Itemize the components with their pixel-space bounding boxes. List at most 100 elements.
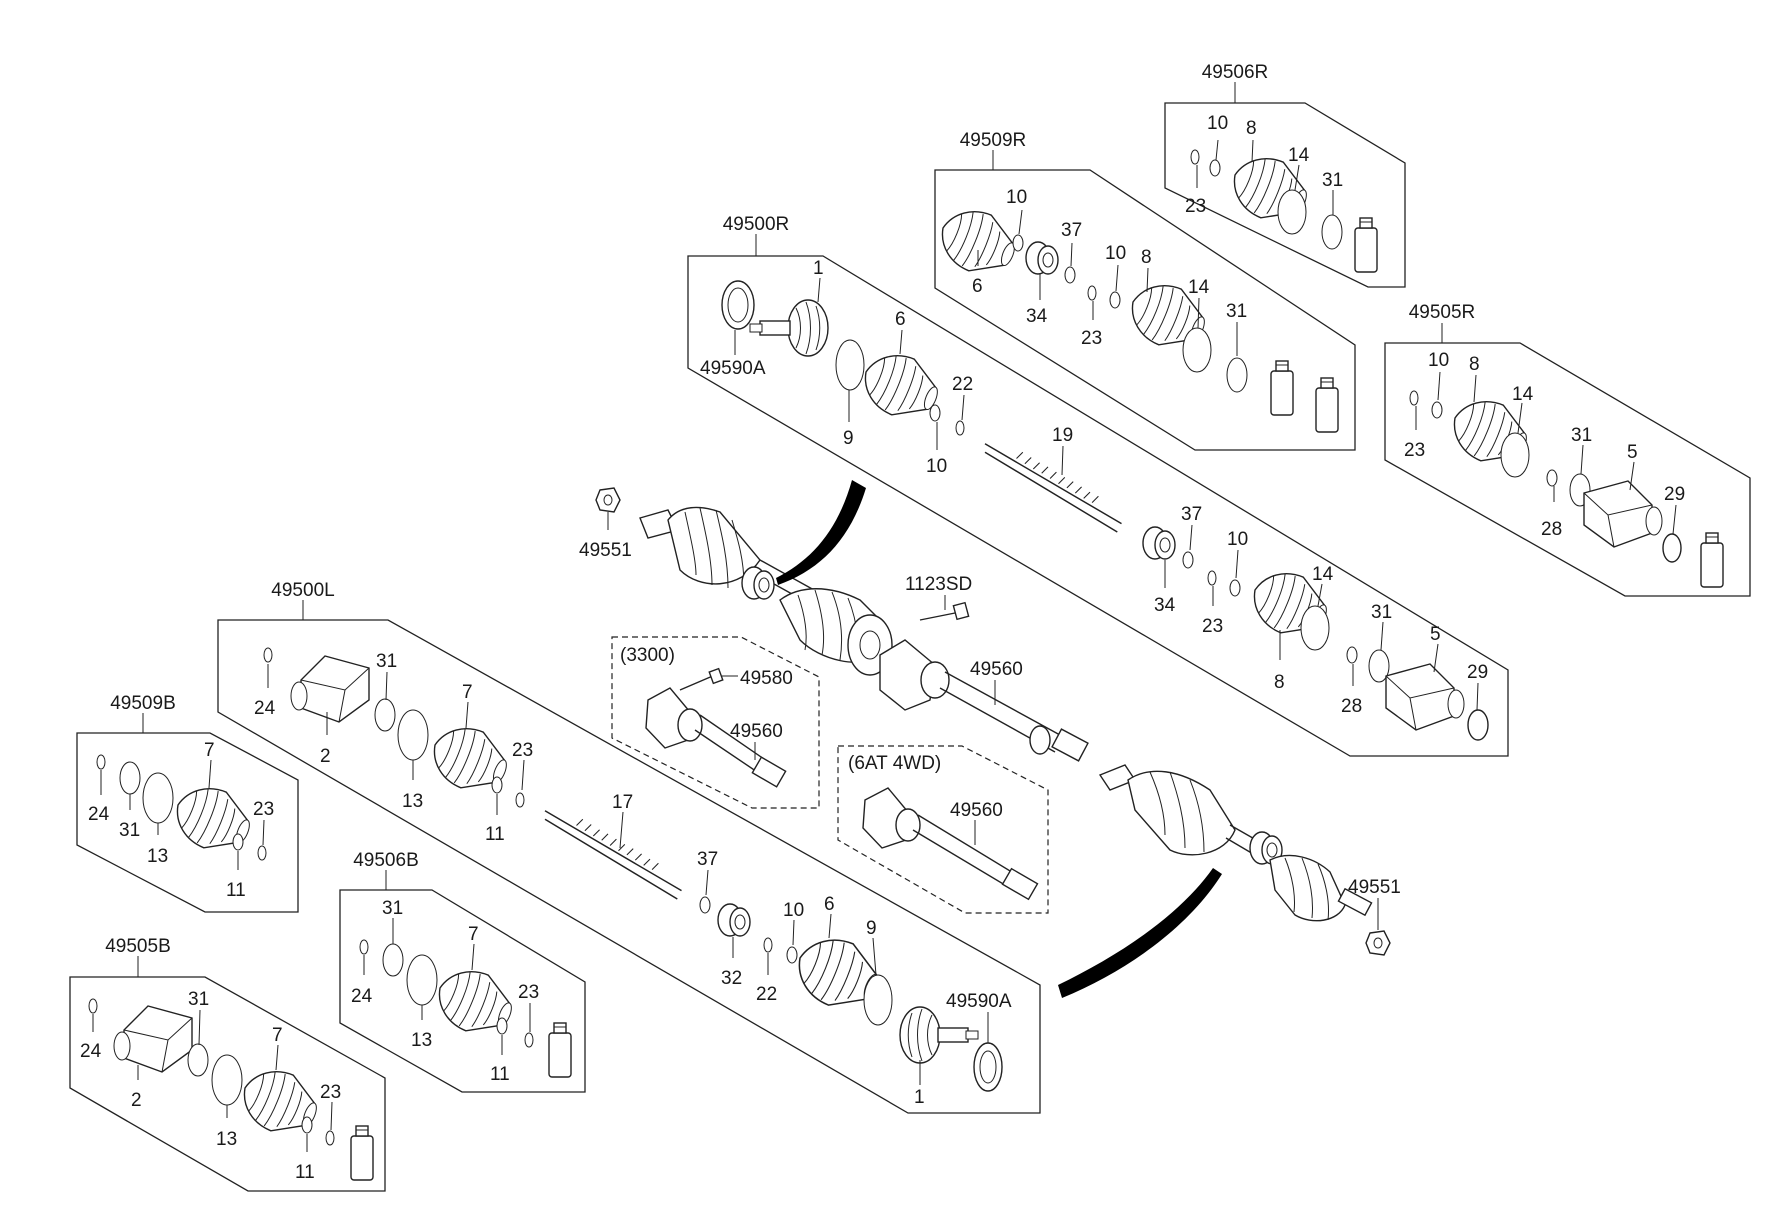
clip-22 [955, 420, 965, 436]
center-bearing [741, 566, 775, 600]
part-label-28: 28 [1341, 696, 1362, 717]
housing-5 [1583, 480, 1663, 548]
part-label-8: 8 [1274, 672, 1285, 693]
shaft-19 [984, 443, 1123, 533]
group-label-49509R: 49509R [960, 130, 1027, 151]
housing-2 [290, 655, 370, 723]
clip-22 [763, 937, 773, 953]
part-label-49551-upper: 49551 [579, 540, 632, 561]
ring-10 [786, 946, 798, 964]
part-label-31: 31 [382, 898, 403, 919]
group-label-49509B: 49509B [110, 693, 176, 714]
band-13 [211, 1054, 243, 1106]
part-label-8: 8 [1141, 247, 1152, 268]
part-label-10: 10 [1227, 529, 1248, 550]
part-label-1: 1 [813, 258, 824, 279]
ring-28 [1546, 469, 1558, 487]
band-14 [1277, 189, 1307, 235]
part-label-24: 24 [254, 698, 276, 719]
ring-37 [1182, 551, 1194, 569]
part-label-7: 7 [272, 1025, 283, 1046]
clamp-31 [119, 761, 141, 795]
group-49500L-frame: 49500L [217, 580, 1041, 1114]
band-13 [406, 954, 438, 1006]
group-49506B-frame: 49506B [339, 850, 586, 1093]
part-label-2: 2 [131, 1090, 142, 1111]
group-49509R-frame: 49509R [934, 130, 1356, 451]
clip-24 [88, 998, 98, 1014]
ring-37 [1064, 266, 1076, 284]
part-label-24: 24 [80, 1041, 102, 1062]
variant-3300-frame: (3300) [611, 636, 820, 809]
part-label-11: 11 [226, 880, 246, 901]
grease-bottle [1270, 360, 1294, 416]
part-label-24: 24 [351, 986, 373, 1007]
part-label-29: 29 [1664, 484, 1685, 505]
clamp-31 [374, 698, 396, 732]
group-49509B-parts: 24 31 13 7 11 23 [88, 740, 274, 901]
boot-7 [428, 959, 522, 1045]
part-label-23: 23 [518, 982, 539, 1003]
part-label-31: 31 [376, 651, 397, 672]
clip-23 [257, 845, 267, 861]
boot-7 [233, 1059, 327, 1145]
clip-23 [325, 1130, 335, 1146]
part-label-17: 17 [612, 792, 633, 813]
clamp-31 [1368, 649, 1390, 683]
group-49500L-parts: 24 2 31 13 7 11 23 17 37 32 22 10 6 9 1 … [254, 647, 1012, 1108]
part-label-49560-main: 49560 [970, 659, 1023, 680]
cv-joint-1 [749, 299, 829, 357]
part-label-28: 28 [1541, 519, 1562, 540]
band-9 [835, 339, 865, 391]
part-label-23: 23 [320, 1082, 341, 1103]
part-label-5: 5 [1627, 442, 1638, 463]
part-label-6: 6 [972, 276, 983, 297]
band-9 [863, 974, 893, 1026]
part-label-49560-6at: 49560 [950, 800, 1003, 821]
group-49509R-parts: 6 10 34 37 23 10 8 14 31 [931, 187, 1339, 433]
assembled-left-shaft: 49551 [1098, 764, 1401, 956]
part-label-14: 14 [1512, 384, 1534, 405]
assembled-right-shaft: 49551 [579, 487, 893, 676]
part-label-7: 7 [462, 682, 473, 703]
boot-7 [166, 776, 260, 862]
grease-bottle [1700, 532, 1724, 588]
part-label-9: 9 [843, 428, 854, 449]
part-label-34: 34 [1154, 595, 1176, 616]
part-label-24: 24 [88, 804, 110, 825]
ring-10 [929, 404, 941, 422]
clip-23 [1409, 390, 1419, 406]
ring-11 [301, 1116, 313, 1134]
variant-6at-4wd-parts: 49560 [862, 787, 1039, 901]
ring-37 [699, 896, 711, 914]
clip-23 [515, 792, 525, 808]
part-label-13: 13 [411, 1030, 432, 1051]
part-label-7: 7 [468, 924, 479, 945]
part-label-10: 10 [926, 456, 947, 477]
ring-10 [1012, 234, 1024, 252]
hub-nut-49551 [595, 487, 621, 513]
part-label-7: 7 [204, 740, 215, 761]
grease-bottle [350, 1125, 374, 1181]
part-label-2: 2 [320, 746, 331, 767]
connector-swoosh-upper [776, 480, 866, 585]
part-label-23: 23 [1404, 440, 1425, 461]
part-label-10: 10 [783, 900, 804, 921]
part-label-14: 14 [1288, 145, 1310, 166]
part-label-49590A: 49590A [700, 358, 766, 379]
clip-23 [1190, 149, 1200, 165]
clamp-31 [382, 943, 404, 977]
clip-24 [263, 647, 273, 663]
part-label-10: 10 [1428, 350, 1449, 371]
clip-23 [524, 1032, 534, 1048]
hub-nut-49551 [1365, 930, 1391, 956]
part-label-23: 23 [1185, 196, 1206, 217]
part-label-19: 19 [1052, 425, 1073, 446]
band-14 [1500, 432, 1530, 478]
ring-10 [1229, 579, 1241, 597]
seal-29 [1662, 533, 1682, 563]
cv-joint-1 [899, 1006, 979, 1064]
part-label-49590A: 49590A [946, 991, 1012, 1012]
part-label-29: 29 [1467, 662, 1488, 683]
grease-bottle [1315, 377, 1339, 433]
